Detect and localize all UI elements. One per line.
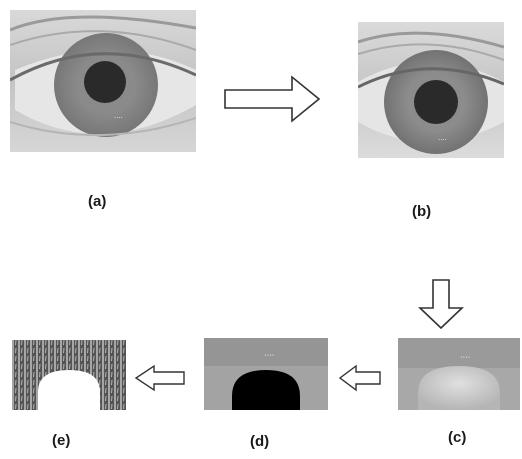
left-arrow-icon-1 <box>338 364 382 392</box>
eye-image-c: ⋅⋅⋅⋅ <box>398 338 520 410</box>
eye-image-d: ⋅⋅⋅⋅ <box>204 338 328 410</box>
eye-image-b: ⋅⋅⋅⋅ <box>358 22 504 158</box>
label-d: (d) <box>250 433 269 450</box>
down-arrow-icon <box>418 278 464 330</box>
svg-text:⋅⋅⋅⋅: ⋅⋅⋅⋅ <box>114 114 123 122</box>
right-arrow-icon <box>222 74 322 124</box>
svg-text:⋅⋅⋅⋅: ⋅⋅⋅⋅ <box>460 353 470 362</box>
svg-text:⋅⋅⋅⋅: ⋅⋅⋅⋅ <box>264 351 274 360</box>
label-a: (a) <box>88 193 106 210</box>
svg-text:⋅⋅⋅⋅: ⋅⋅⋅⋅ <box>438 136 447 144</box>
label-c: (c) <box>448 429 466 446</box>
label-e: (e) <box>52 432 70 449</box>
eye-image-e <box>12 340 126 410</box>
left-arrow-icon-2 <box>134 364 186 392</box>
label-b: (b) <box>412 203 431 220</box>
eye-image-a: ⋅⋅⋅⋅ <box>10 10 196 152</box>
